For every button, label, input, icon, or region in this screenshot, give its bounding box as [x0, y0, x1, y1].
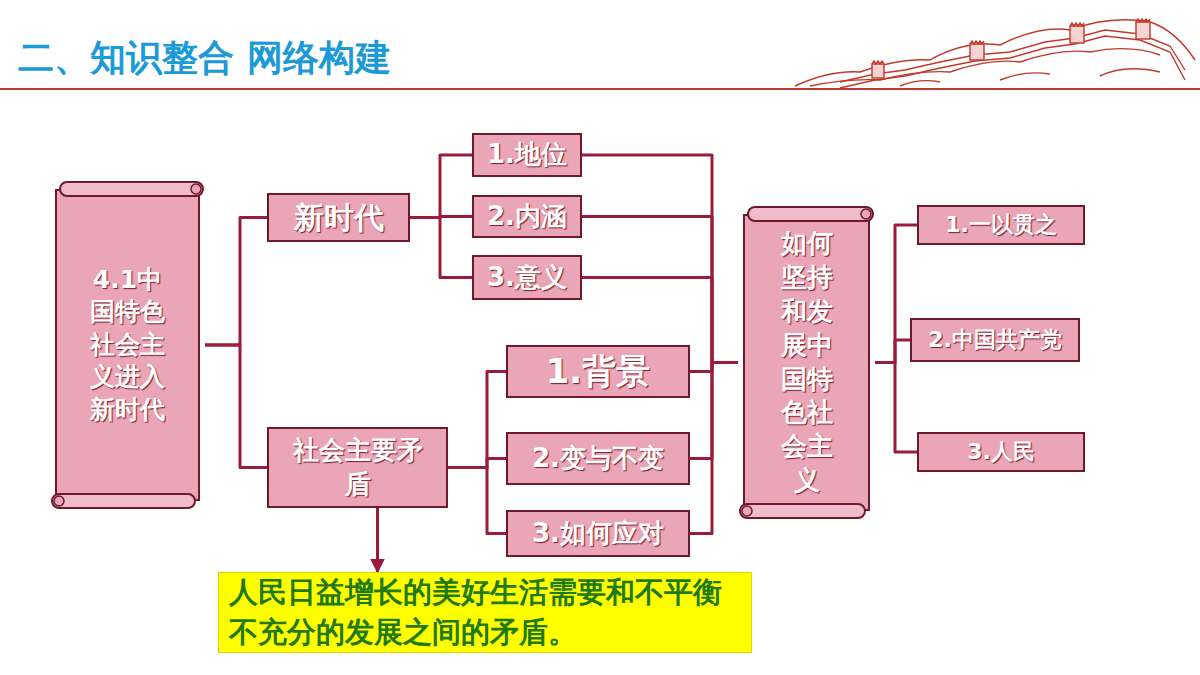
scroll-roll [52, 494, 195, 508]
connector [448, 372, 506, 468]
node-label: 3.如何应对 [532, 517, 664, 551]
point-box: 1.一以贯之 [917, 205, 1085, 245]
connector [690, 363, 738, 459]
point-box: 3.人民 [917, 432, 1085, 472]
connector [448, 468, 506, 534]
connector [875, 363, 917, 453]
branch-box: 社会主要矛盾 [267, 427, 448, 508]
connector [205, 218, 267, 346]
connector [582, 155, 738, 363]
point-box: 1.地位 [472, 133, 582, 177]
node-label: 1.地位 [487, 138, 567, 172]
connector [410, 218, 472, 278]
scroll-curl [191, 184, 201, 194]
highlight-box: 人民日益增长的美好生活需要和不平衡不充分的发展之间的矛盾。 [218, 572, 752, 653]
connector [582, 217, 738, 363]
scroll-roll [740, 504, 865, 518]
scroll-curl [861, 209, 871, 219]
node-label: 1.背景 [546, 349, 651, 393]
topic-scroll: 4.1中国特色社会主义进入新时代 [50, 180, 205, 510]
scroll-roll [748, 207, 873, 221]
node-label: 4.1中国特色社会主义进入新时代 [85, 264, 170, 427]
connector [410, 155, 472, 218]
topic-scroll: 如何坚持和发展中国特色社会主义 [738, 205, 875, 520]
node-label: 1.一以贯之 [945, 211, 1057, 240]
point-box: 2.内涵 [472, 195, 582, 238]
scroll-curl [54, 496, 64, 506]
scroll-body [56, 190, 199, 500]
node-label: 2.内涵 [487, 200, 567, 234]
scroll-roll [60, 182, 203, 196]
node-label: 如何坚持和发展中国特色社会主义 [778, 227, 835, 497]
great-wall-illustration [795, 19, 1195, 88]
node-label: 新时代 [294, 198, 384, 237]
branch-box: 新时代 [267, 193, 410, 242]
node-label: 2.变与不变 [532, 442, 664, 476]
scroll-body [744, 215, 869, 510]
connector [205, 345, 267, 468]
slide-title: 二、知识整合 网络构建 [18, 34, 391, 83]
node-label: 3.意义 [487, 261, 567, 295]
scroll-curl [742, 506, 752, 516]
point-box: 3.如何应对 [506, 510, 690, 557]
connector [875, 340, 910, 363]
point-box: 1.背景 [506, 345, 690, 398]
node-label: 2.中国共产党 [928, 326, 1062, 355]
node-label: 3.人民 [967, 438, 1035, 467]
header-rule [0, 88, 1200, 90]
point-box: 2.变与不变 [506, 432, 690, 485]
point-box: 3.意义 [472, 255, 582, 300]
node-label: 人民日益增长的美好生活需要和不平衡不充分的发展之间的矛盾。 [229, 573, 741, 651]
connector [376, 508, 379, 572]
point-box: 2.中国共产党 [910, 318, 1080, 362]
connector [690, 363, 738, 534]
node-label: 社会主要矛盾 [291, 434, 424, 502]
